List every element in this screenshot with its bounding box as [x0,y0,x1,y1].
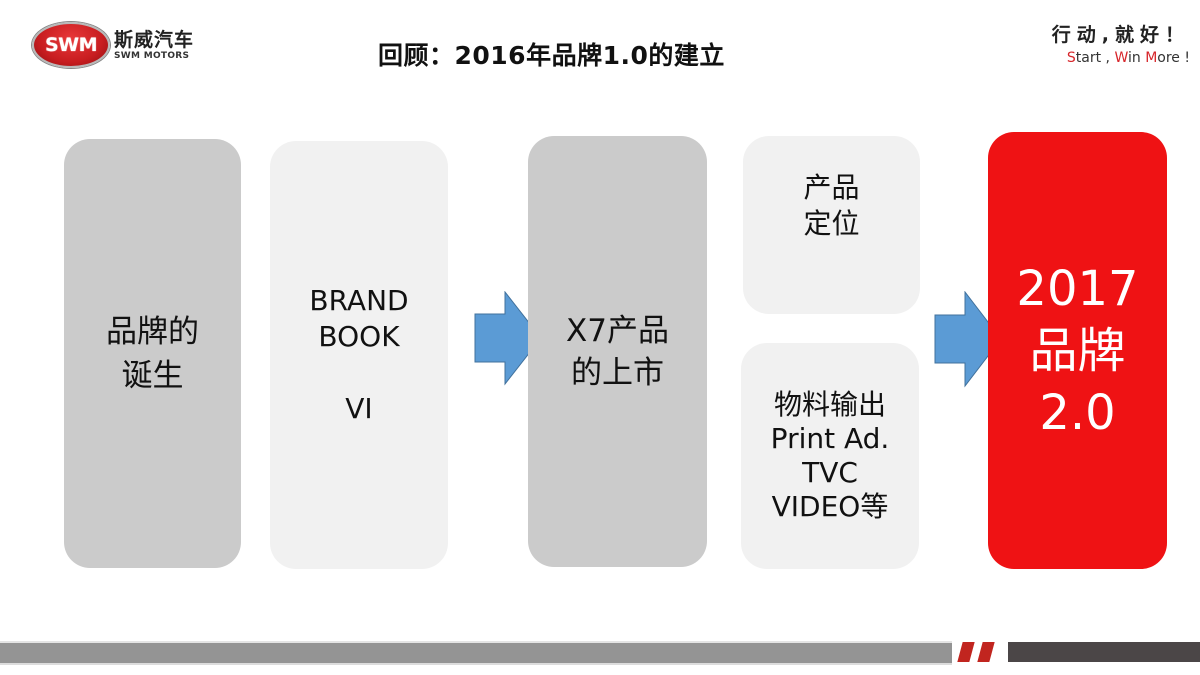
box-label: BRAND BOOK VI [309,284,409,425]
arrow-right-icon [934,291,1002,388]
box-positioning: 产品 定位 [743,136,920,314]
slogan-cn: 行动,就好！ [1051,24,1190,46]
box-x7-launch: X7产品 的上市 [528,136,707,567]
box-materials: 物料输出 Print Ad. TVC VIDEO等 [741,343,919,569]
slogan-en-part: M [1145,50,1158,66]
box-label: 品牌的 诞生 [106,313,199,394]
logo-name-en: SWM MOTORS [114,51,190,61]
swm-logo: SWM 斯威汽车 SWM MOTORS [30,18,220,68]
page-title: 回顾：2016年品牌1.0的建立 [378,41,725,70]
slogan-en-part: tart , [1075,50,1115,66]
box-brand-book: BRAND BOOK VI [270,141,448,569]
logo-name-cn: 斯威汽车 [114,29,195,51]
box-brand-2: 2017 品牌 2.0 [988,132,1167,569]
box-label: 2017 品牌 2.0 [1016,260,1139,441]
slogan-en: Start , Win More ! [1052,50,1190,66]
slogan: 行动,就好！ Start , Win More ! [1052,20,1190,66]
box-label: 物料输出 Print Ad. TVC VIDEO等 [770,388,890,523]
box-label: 产品 定位 [803,171,860,240]
slogan-en-part: ore ! [1157,50,1190,66]
swm-badge-icon: SWM [32,22,110,68]
footer-accent-stripe [977,642,995,662]
box-label: X7产品 的上市 [566,312,669,391]
slogan-en-part: W [1114,50,1128,66]
arrow-right-icon [474,291,542,386]
slogan-en-part: S [1066,50,1076,66]
slogan-en-part: in [1127,50,1146,66]
box-brand-birth: 品牌的 诞生 [64,139,241,568]
footer-band-gray [0,641,952,665]
footer-band-dark [1008,642,1200,662]
footer-accent-stripe [957,642,975,662]
logo-badge-text: SWM [44,34,98,56]
